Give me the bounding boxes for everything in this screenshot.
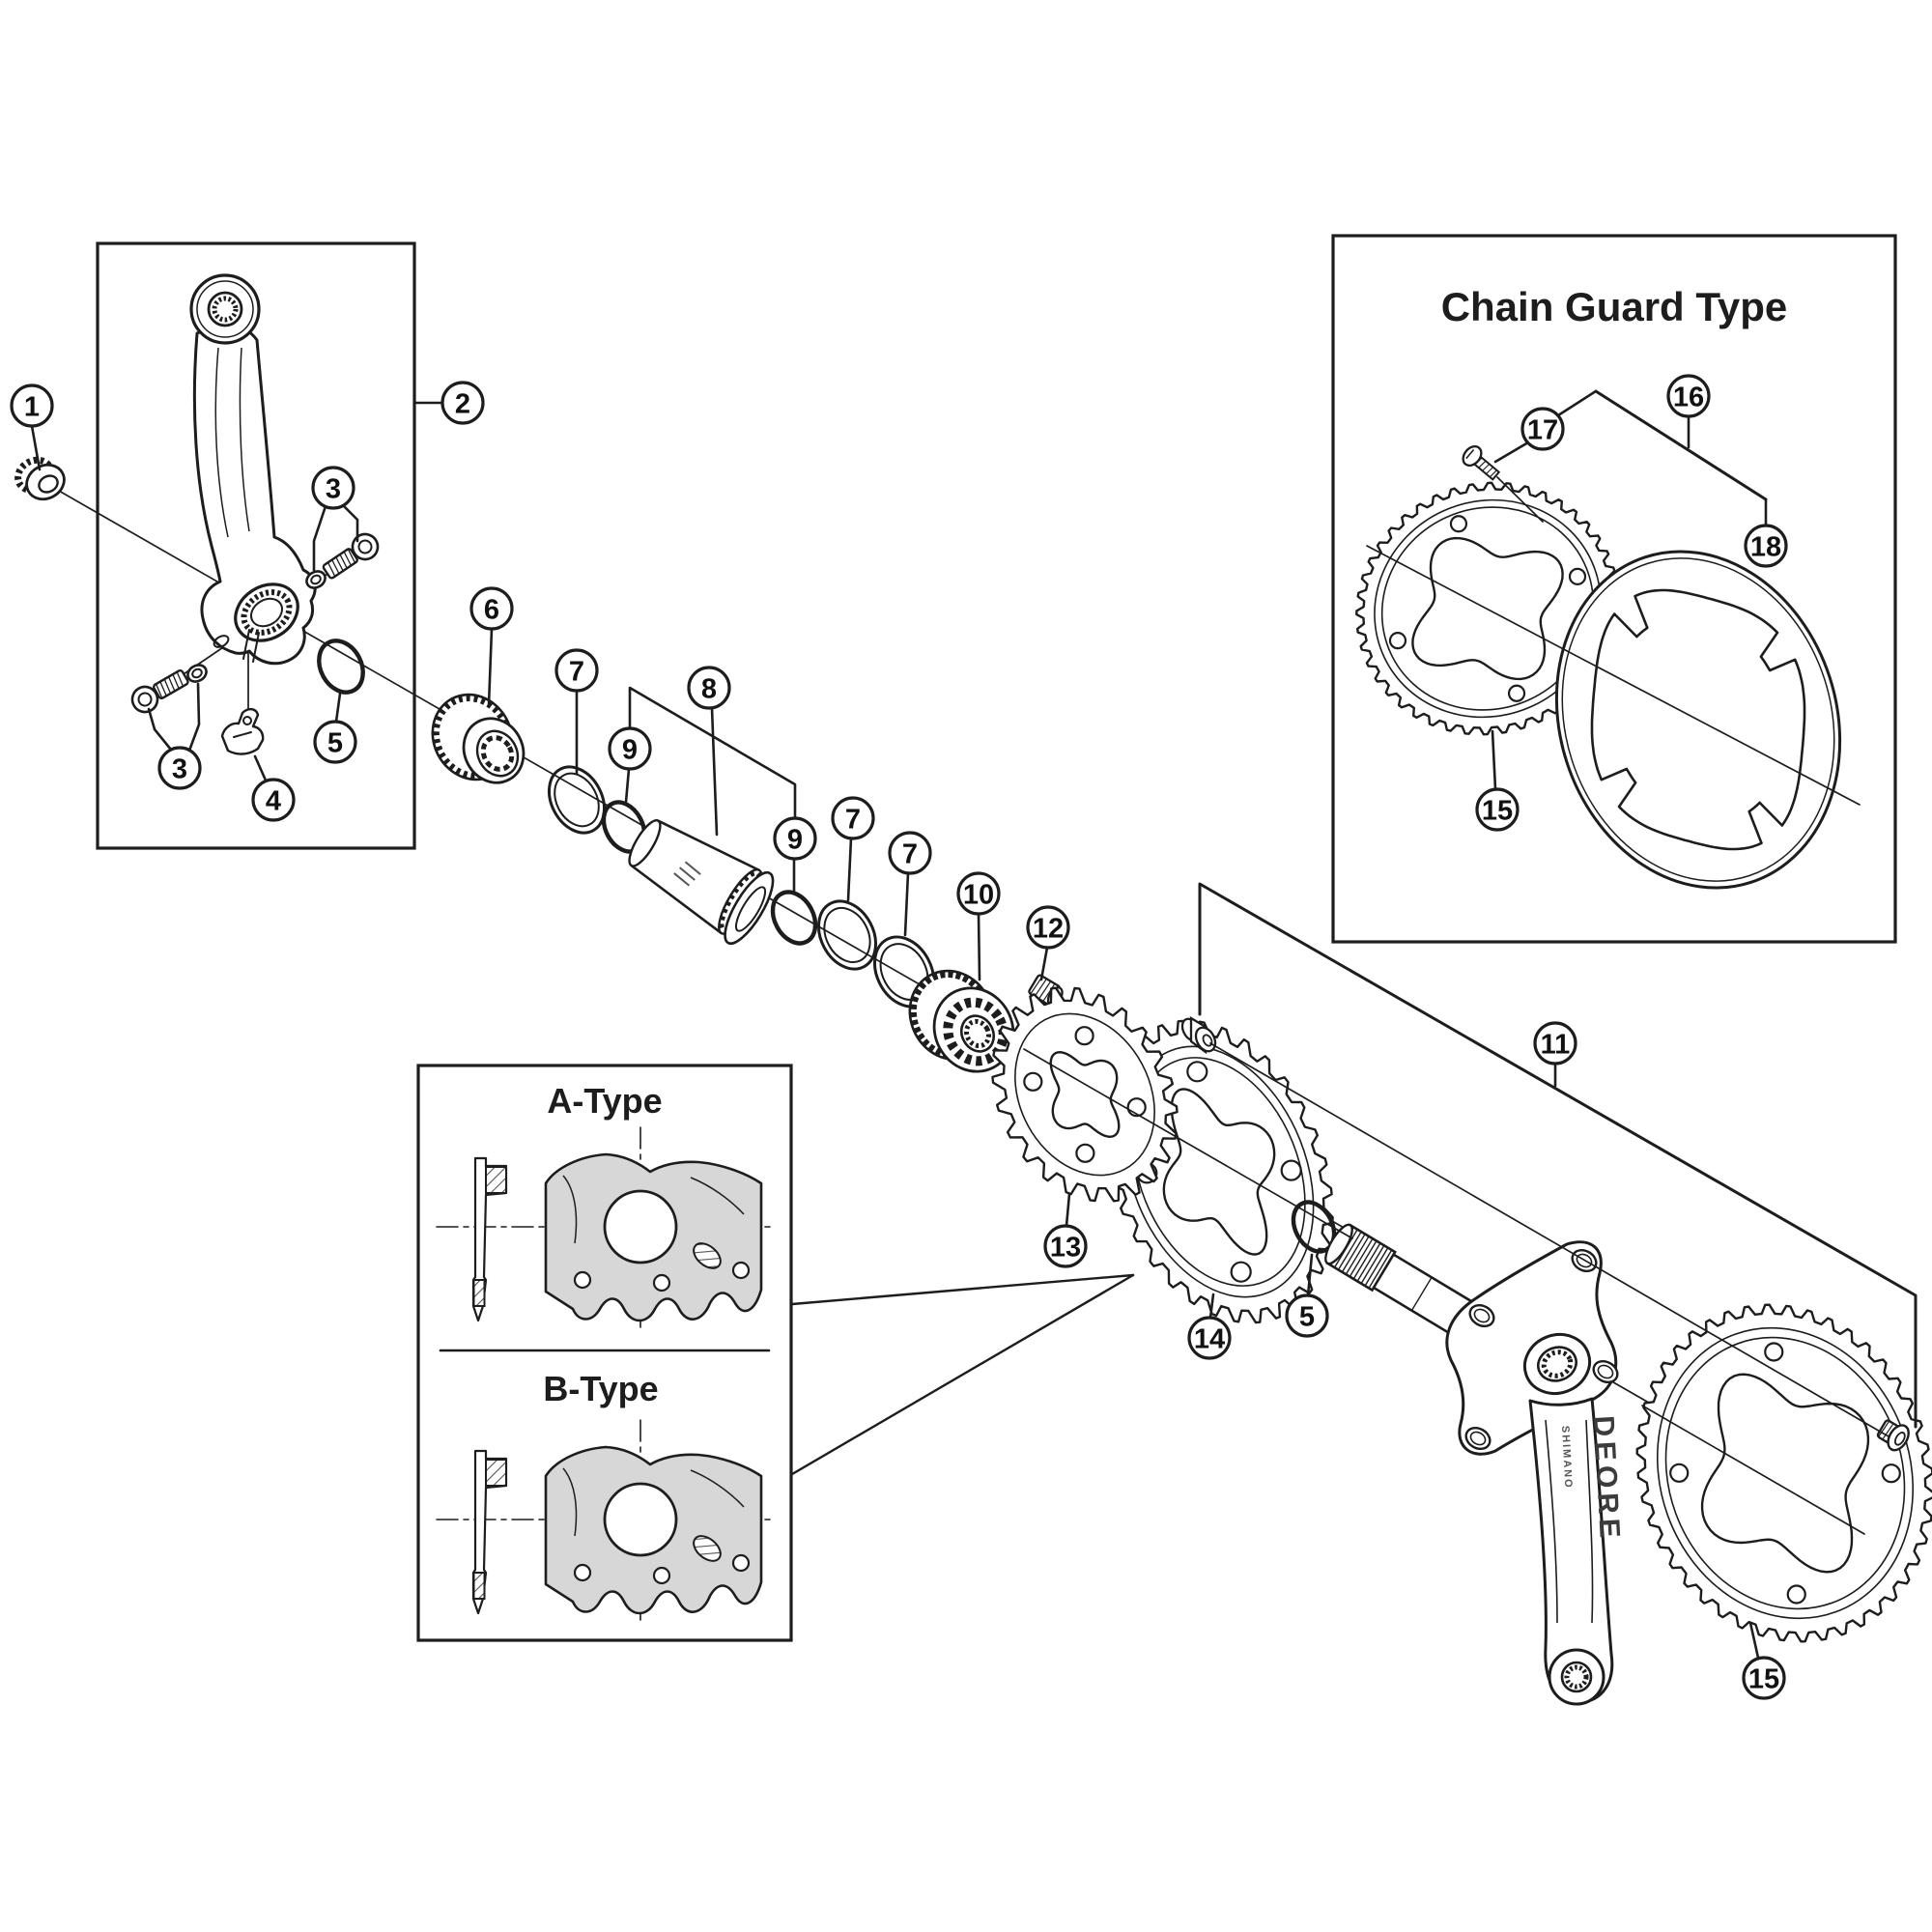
callout-3: 3 <box>311 466 355 510</box>
o-ring-5-left <box>317 639 365 695</box>
b-type-label: B-Type <box>543 1369 658 1408</box>
o-ring-9b <box>770 890 818 946</box>
left-bb-cup-6 <box>431 693 526 784</box>
callout-5: 5 <box>313 720 357 764</box>
a-type-label: A-Type <box>547 1081 662 1121</box>
callout-17: 17 <box>1520 407 1565 451</box>
callout-7: 7 <box>888 831 932 875</box>
callout-6: 6 <box>469 586 514 631</box>
left-crank-arm <box>189 273 317 666</box>
svg-text:6: 6 <box>484 595 499 626</box>
svg-text:7: 7 <box>569 657 584 688</box>
washer-lower-3 <box>186 664 208 683</box>
svg-text:5: 5 <box>327 728 343 759</box>
svg-text:8: 8 <box>701 674 717 705</box>
bb-inner-sleeve-8 <box>628 819 775 945</box>
svg-text:3: 3 <box>172 754 187 785</box>
callout-1: 1 <box>10 384 54 428</box>
right-crank-arm-11 <box>1324 1223 1619 1706</box>
callout-7: 7 <box>554 648 599 693</box>
callout-11: 11 <box>1533 1021 1577 1065</box>
crank-model-text: DEORE <box>1587 1415 1626 1544</box>
seal-ring-7a <box>547 765 607 835</box>
svg-text:7: 7 <box>902 839 918 870</box>
chainring-fixing-bolt-15 <box>1876 1419 1910 1452</box>
stopper-plate-4 <box>220 707 265 755</box>
type-compare-content <box>436 1126 1135 1621</box>
guard-screw-17 <box>1462 444 1501 481</box>
svg-text:16: 16 <box>1673 383 1704 413</box>
right-bb-cup-10 <box>908 969 1015 1073</box>
chain-guard-box <box>1331 234 1897 944</box>
o-ring-5-right <box>1291 1200 1337 1254</box>
svg-text:3: 3 <box>326 474 341 505</box>
chain-guard-title: Chain Guard Type <box>1441 284 1788 329</box>
svg-text:5: 5 <box>1299 1302 1315 1333</box>
svg-text:1: 1 <box>24 392 40 423</box>
callout-5: 5 <box>1285 1293 1329 1338</box>
svg-text:7: 7 <box>845 805 861 836</box>
svg-text:9: 9 <box>787 825 803 856</box>
chainring-nut <box>1180 1015 1217 1055</box>
svg-text:15: 15 <box>1748 1664 1779 1695</box>
callout-2: 2 <box>440 381 485 425</box>
callout-4: 4 <box>251 778 296 822</box>
callout-9: 9 <box>608 726 652 771</box>
svg-text:9: 9 <box>622 735 638 766</box>
svg-text:2: 2 <box>455 389 470 420</box>
svg-text:10: 10 <box>963 880 994 911</box>
svg-text:11: 11 <box>1541 1030 1571 1061</box>
left-crank-box <box>96 242 416 850</box>
svg-text:14: 14 <box>1194 1324 1225 1355</box>
annotation-lines <box>1198 389 1918 1429</box>
chainring-13-small <box>991 986 1179 1203</box>
seal-ring-7b <box>817 899 877 971</box>
crank-brand-text: SHIMANO <box>1559 1426 1574 1490</box>
callout-8: 8 <box>687 666 731 710</box>
callout-15: 15 <box>1475 787 1520 832</box>
svg-text:12: 12 <box>1033 914 1064 945</box>
chainring-15-outer <box>1635 1303 1932 1643</box>
overlay-axis-lines <box>1023 476 1889 1535</box>
svg-text:13: 13 <box>1050 1233 1081 1264</box>
callout-10: 10 <box>956 871 1001 916</box>
callout-3: 3 <box>157 746 202 790</box>
svg-text:17: 17 <box>1527 415 1558 446</box>
callout-7: 7 <box>831 796 875 840</box>
svg-text:15: 15 <box>1482 796 1513 827</box>
callout-12: 12 <box>1026 905 1070 950</box>
crank-cap-bolt-1 <box>14 456 66 501</box>
callout-15: 15 <box>1742 1656 1786 1700</box>
callout-18: 18 <box>1744 524 1788 568</box>
svg-text:18: 18 <box>1750 532 1781 563</box>
callout-14: 14 <box>1187 1316 1232 1360</box>
callout-9: 9 <box>773 816 817 861</box>
labels-layer: Chain Guard Type A-Type B-Type SHIMANO D… <box>543 284 1787 1544</box>
washer-upper-3 <box>305 570 327 589</box>
callout-13: 13 <box>1043 1224 1088 1268</box>
svg-text:4: 4 <box>266 786 281 817</box>
callout-16: 16 <box>1666 374 1711 418</box>
parts-layer <box>14 273 1932 1706</box>
pinch-bolt-lower-3 <box>130 668 189 714</box>
